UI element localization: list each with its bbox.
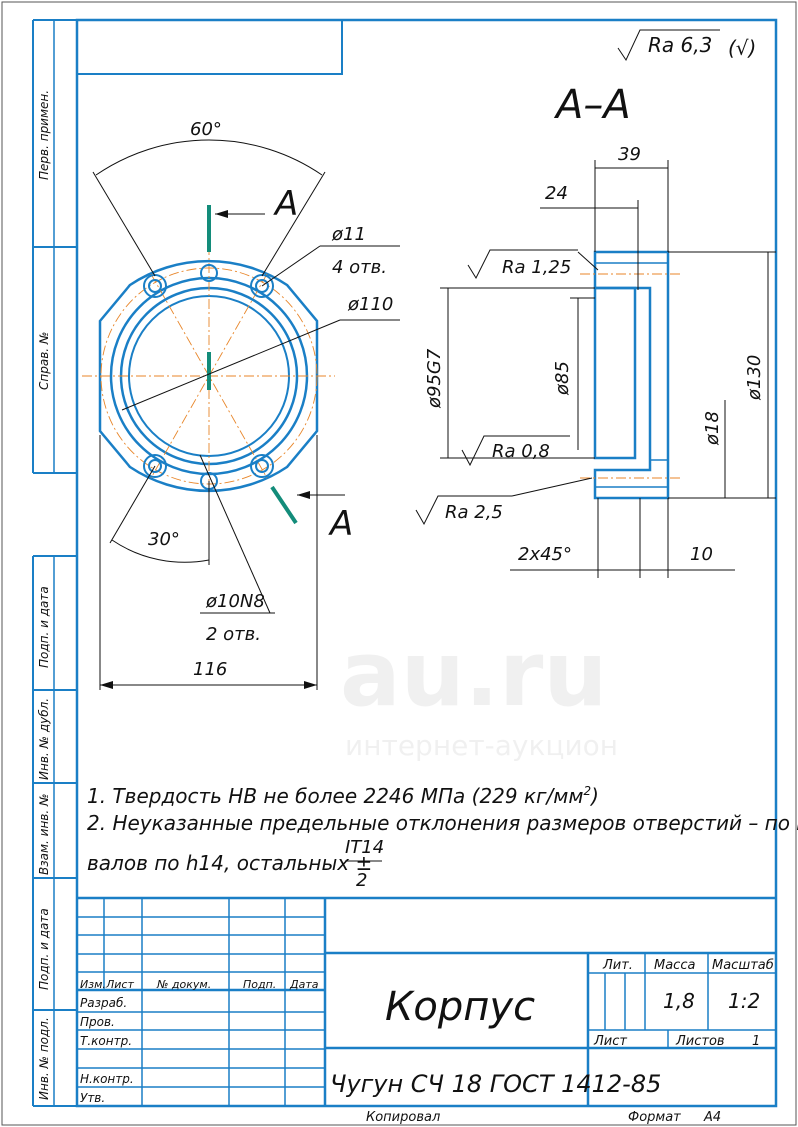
row-utv: Утв. <box>80 1091 105 1105</box>
footer-copied: Копировал <box>366 1110 440 1125</box>
lit-label: Лит. <box>602 958 633 973</box>
mass-label: Масса <box>654 958 695 973</box>
note-1: 1. Твердость НВ не более 2246 МПа (229 к… <box>87 784 599 808</box>
col-doc: № докум. <box>156 978 211 991</box>
roughness-suffix: (√) <box>728 36 756 60</box>
sheet-label: Лист <box>593 1034 627 1049</box>
dim-95: ø95G7 <box>424 348 445 409</box>
dim-24: 24 <box>545 183 568 204</box>
pin-count: 2 отв. <box>206 624 261 645</box>
side-label: Перв. примен. <box>37 90 51 180</box>
frame <box>32 18 778 1108</box>
scale-value: 1:2 <box>728 989 760 1013</box>
watermark-caption: интернет-аукцион <box>345 729 618 762</box>
side-label: Инв. № подл. <box>37 1017 51 1100</box>
footer: Копировал Формат А4 <box>366 1110 721 1125</box>
note-3: валов по h14, остальных ± <box>87 851 372 875</box>
note-frac-den: 2 <box>356 870 367 891</box>
sheets-label: Листов <box>675 1034 725 1049</box>
roughness-bore: Ra 1,25 <box>502 257 571 278</box>
scale-label: Масштаб <box>712 958 774 973</box>
dim-85: ø85 <box>552 361 573 396</box>
front-view: А А 60° ø11 4 отв. ø110 30° ø10N8 2 отв.… <box>82 119 400 690</box>
angle-60: 60° <box>190 119 222 140</box>
row-nkontr: Н.контр. <box>80 1072 134 1086</box>
row-tkontr: Т.контр. <box>80 1034 132 1048</box>
dim-130: ø130 <box>744 355 765 401</box>
side-label: Подп. и дата <box>37 908 51 990</box>
width-116: 116 <box>193 659 227 680</box>
holes-dia: ø11 <box>331 224 366 245</box>
side-label: Справ. № <box>37 332 51 390</box>
footer-format-value: А4 <box>703 1110 721 1125</box>
col-sign: Подп. <box>243 978 276 991</box>
holes-count: 4 отв. <box>332 257 387 278</box>
dim-39: 39 <box>618 144 641 165</box>
dim-18: ø18 <box>702 411 723 446</box>
title-block: Изм. Лист № докум. Подп. Дата Разраб. Пр… <box>77 896 776 1106</box>
watermark: au.ru интернет-аукцион <box>340 622 618 762</box>
mass-value: 1,8 <box>663 989 695 1013</box>
dim-10: 10 <box>690 544 713 565</box>
row-razrab: Разраб. <box>80 996 127 1010</box>
side-labels: Перв. примен. Справ. № Подп. и дата Инв.… <box>37 90 51 1100</box>
cut-label-bottom: А <box>328 504 353 544</box>
section-view: А–А 39 24 Ra 1,25 ø95G7 <box>415 82 776 578</box>
col-izm: Изм. <box>80 978 106 991</box>
side-label: Подп. и дата <box>37 586 51 668</box>
watermark-logo: au.ru <box>340 622 607 727</box>
note-2: 2. Неуказанные предельные отклонения раз… <box>87 811 798 835</box>
side-label: Инв. № дубл. <box>37 698 51 780</box>
roughness-general: Ra 6,3 <box>648 33 712 57</box>
sheets-count: 1 <box>752 1034 760 1049</box>
chamfer: 2х45° <box>518 544 572 565</box>
note-frac-num: IT14 <box>345 837 384 858</box>
roughness-face: Ra 0,8 <box>492 441 550 462</box>
notes: 1. Твердость НВ не более 2246 МПа (229 к… <box>87 784 798 891</box>
angle-30: 30° <box>148 529 180 550</box>
pin-dia: ø10N8 <box>205 591 265 612</box>
col-date: Дата <box>289 978 319 991</box>
cut-label-top: А <box>273 184 298 224</box>
section-title: А–А <box>553 82 631 128</box>
material: Чугун СЧ 18 ГОСТ 1412-85 <box>330 1070 661 1098</box>
row-prov: Пров. <box>80 1015 115 1029</box>
roughness-chamfer: Ra 2,5 <box>445 502 503 523</box>
part-name: Корпус <box>385 984 535 1030</box>
bore-dia: ø110 <box>347 294 393 315</box>
general-roughness: Ra 6,3 (√) <box>617 29 756 62</box>
side-label: Взам. инв. № <box>37 794 51 875</box>
footer-format: Формат <box>628 1110 681 1125</box>
col-list: Лист <box>105 978 134 991</box>
